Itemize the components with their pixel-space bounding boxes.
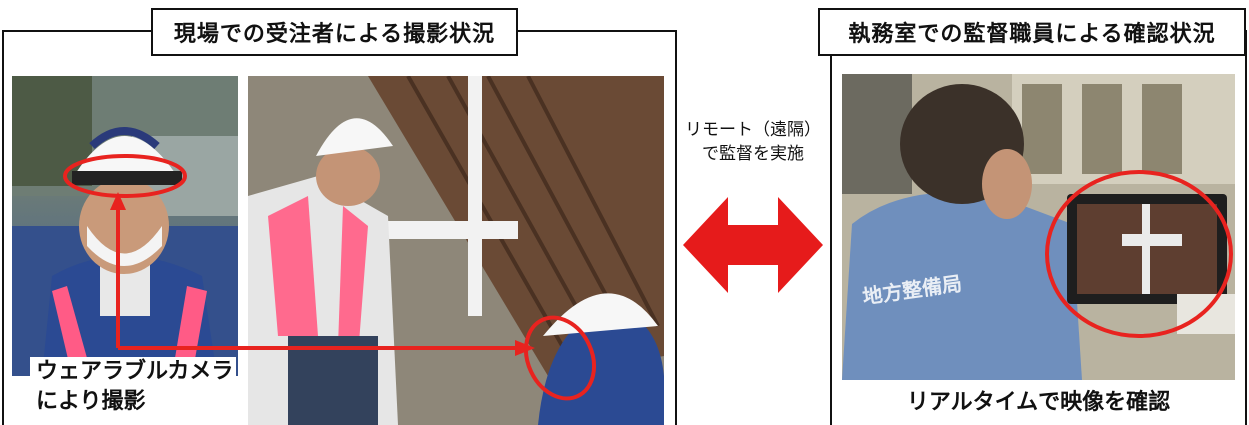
office-panel-title: 執務室での監督職員による確認状況 (818, 8, 1246, 56)
inspection-illustration (248, 76, 664, 425)
camera-highlight-circle (63, 154, 187, 198)
remote-supervision-label: リモート（遠隔） で監督を実施 (678, 118, 828, 166)
office-supervisor-photo: 地方整備局 (842, 74, 1235, 380)
double-headed-arrow-icon (683, 197, 823, 293)
remote-label-line1: リモート（遠隔） (685, 120, 821, 140)
onsite-inspection-photo (248, 76, 664, 425)
monitor-highlight-circle (1045, 170, 1233, 338)
onsite-panel-title: 現場での受注者による撮影状況 (151, 8, 518, 56)
office-caption: リアルタイムで映像を確認 (906, 389, 1171, 415)
onsite-caption-line1: ウェアラブルカメラ (36, 359, 234, 384)
onsite-caption-line2: により撮影 (36, 389, 146, 414)
helmet-camera-highlight-circle (523, 315, 597, 401)
wearable-camera-worker-photo (12, 76, 238, 376)
onsite-caption: ウェアラブルカメラ により撮影 (30, 357, 236, 425)
worker-illustration (12, 76, 238, 376)
office-illustration (842, 74, 1235, 380)
remote-label-line2: で監督を実施 (702, 144, 804, 164)
